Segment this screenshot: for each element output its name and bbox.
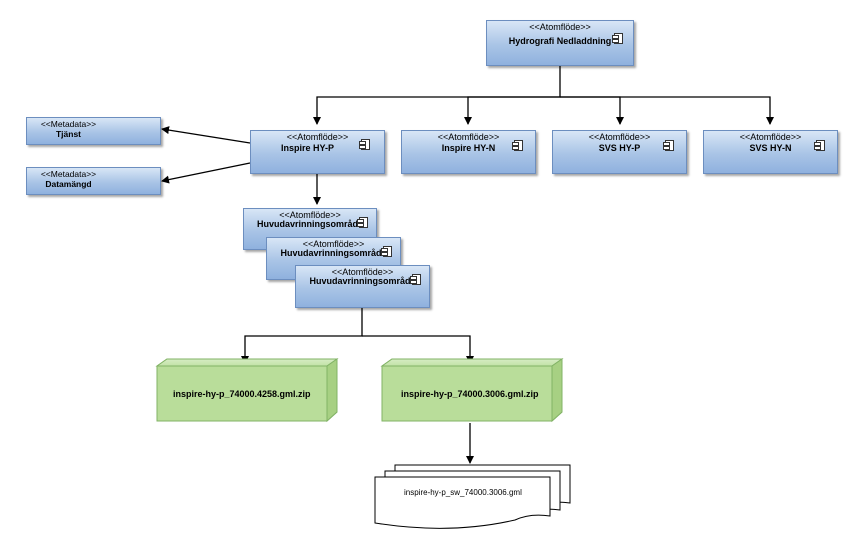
metadata-name: Tjänst [55,129,82,139]
component-name: Huvudavrinningsområde [280,248,387,258]
stereotype-label: <<Metadata>> [40,119,97,129]
stereotype-label: <<Atomflöde>> [302,239,365,249]
component-name: Huvudavrinningsområde [309,276,416,286]
component-icon [512,140,523,151]
stereotype-label: <<Atomflöde>> [739,132,802,142]
metadata-tjanst-box[interactable]: <<Metadata>> Tjänst [26,117,161,145]
stereotype-label: <<Atomflöde>> [437,132,500,142]
stereotype-label: <<Atomflöde>> [588,132,651,142]
zip-file-2-label: inspire-hy-p_74000.3006.gml.zip [401,389,539,399]
inspire-hy-p-component[interactable]: <<Atomflöde>> Inspire HY-P [250,130,385,174]
stereotype-label: <<Atomflöde>> [529,22,591,32]
metadata-datamangd-box[interactable]: <<Metadata>> Datamängd [26,167,161,195]
huvudavrinningsomrade-component-3[interactable]: <<Atomflöde>> Huvudavrinningsområde [295,265,430,308]
component-name: Inspire HY-P [280,143,334,153]
component-icon [814,140,825,151]
component-icon [410,274,421,285]
hydrografi-nedladdning-component[interactable]: <<Atomflöde>> Hydrografi Nedladdning [486,20,634,66]
svs-hy-n-component[interactable]: <<Atomflöde>> SVS HY-N [703,130,838,174]
gml-file-label: inspire-hy-p_sw_74000.3006.gml [404,488,522,497]
component-icon [381,246,392,257]
inspire-hy-n-component[interactable]: <<Atomflöde>> Inspire HY-N [401,130,536,174]
gml-documents-shape [374,464,571,529]
component-name: SVS HY-N [749,143,792,153]
stereotype-label: <<Atomflöde>> [286,132,349,142]
component-icon [359,139,370,150]
component-icon [663,140,674,151]
svs-hy-p-component[interactable]: <<Atomflöde>> SVS HY-P [552,130,687,174]
component-name: Hydrografi Nedladdning [508,36,612,46]
component-name: SVS HY-P [598,143,641,153]
zip-file-1-cube [155,358,339,423]
stereotype-label: <<Atomflöde>> [279,210,341,220]
component-name: Inspire HY-N [441,143,496,153]
component-name: Huvudavrinningsområde [256,219,364,229]
stereotype-label: <<Atomflöde>> [331,267,394,277]
stereotype-label: <<Metadata>> [40,169,97,179]
metadata-name: Datamängd [45,179,92,189]
component-icon [612,33,623,44]
zip-file-2-cube [380,358,564,423]
root-connectors [161,66,774,464]
component-icon [357,217,368,228]
zip-file-1-label: inspire-hy-p_74000.4258.gml.zip [173,389,311,399]
